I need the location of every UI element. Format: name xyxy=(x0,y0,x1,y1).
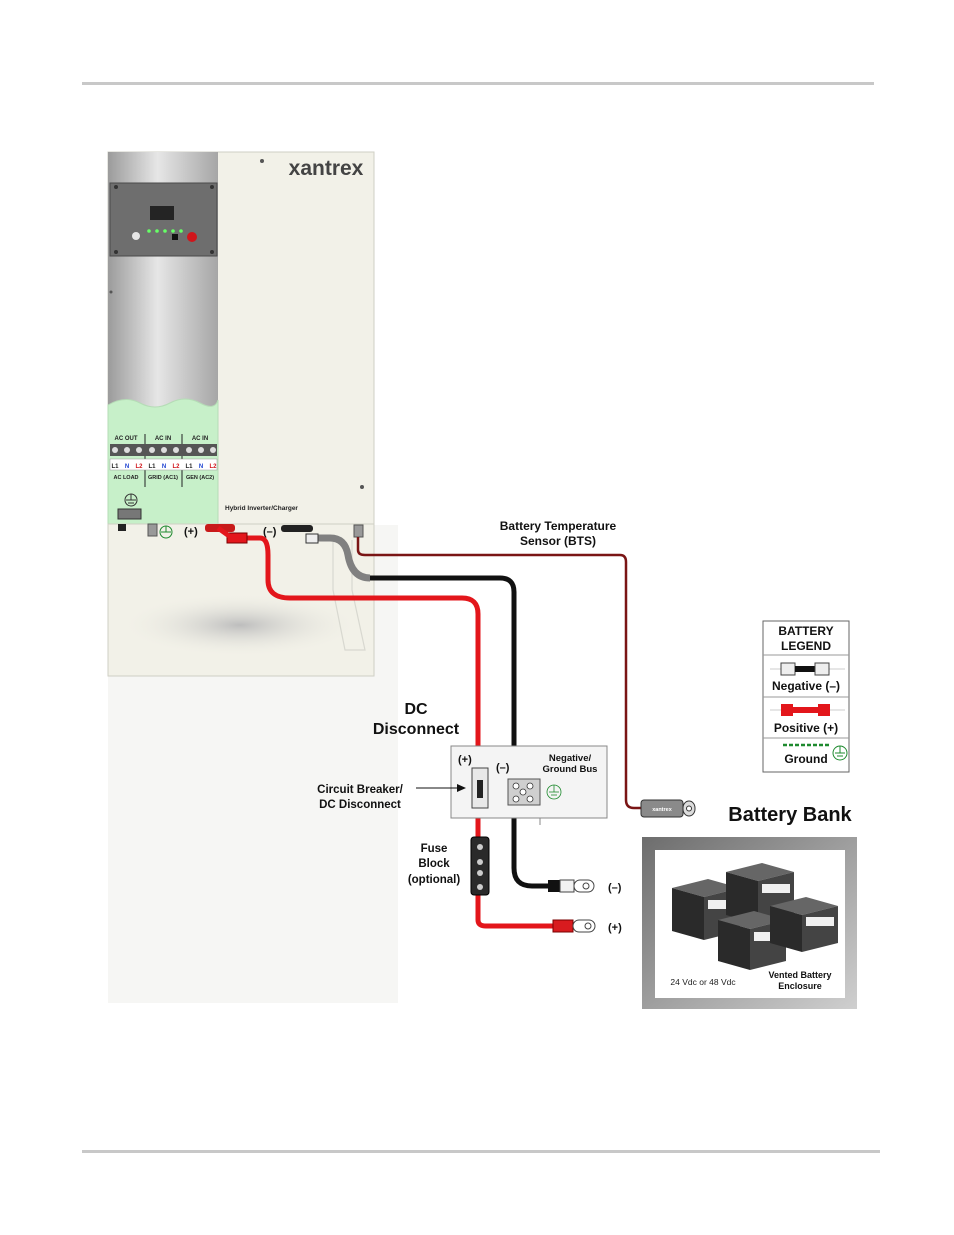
breaker-label-1: Circuit Breaker/ xyxy=(317,784,403,796)
bts-sensor-brand: xantrex xyxy=(652,807,673,813)
dc-disconnect: DC Disconnect (+) (–) Negative/ Ground B… xyxy=(317,701,608,825)
battery-4 xyxy=(770,897,838,952)
dc-disconnect-title-2: Disconnect xyxy=(373,721,460,738)
model-label: Hybrid Inverter/Charger xyxy=(225,505,298,512)
battery-neg-terminal-label: (–) xyxy=(608,882,622,894)
top-rule xyxy=(82,82,874,85)
inverter-neg-terminal-label: (–) xyxy=(263,526,277,538)
brand-logo: xantrex xyxy=(289,157,364,180)
fuse-label-3: (optional) xyxy=(408,874,461,886)
ac-in-grid-label: AC IN xyxy=(155,436,171,442)
enclosure-shadow xyxy=(120,593,360,657)
battery-enclosure: 24 Vdc or 48 Vdc Vented Battery Enclosur… xyxy=(642,837,857,1009)
fuse-label-1: Fuse xyxy=(421,843,448,855)
legend-ground-label: Ground xyxy=(784,752,827,766)
bts-label-2: Sensor (BTS) xyxy=(520,534,596,548)
negative-cable-grey xyxy=(312,534,371,582)
positive-battery-lug xyxy=(552,919,596,933)
battery-legend: BATTERY LEGEND Negative (–) Positive (+)… xyxy=(762,620,850,773)
phase-l1-grid: L1 xyxy=(148,464,156,470)
disconnect-pos-label: (+) xyxy=(458,754,472,766)
enclosure-label-2: Enclosure xyxy=(778,981,822,991)
battery-voltage-label: 24 Vdc or 48 Vdc xyxy=(670,977,736,987)
disconnect-neg-label: (–) xyxy=(496,762,510,774)
positive-lug xyxy=(226,532,248,544)
positive-cable xyxy=(245,535,555,929)
gen-label: GEN (AC2) xyxy=(186,475,214,481)
ac-out-label: AC OUT xyxy=(115,436,138,442)
legend-positive-label: Positive (+) xyxy=(774,721,838,735)
legend-title-2: LEGEND xyxy=(781,639,831,653)
bottom-rule xyxy=(82,1150,880,1153)
legend-title-1: BATTERY xyxy=(778,624,833,638)
fuse-block: Fuse Block (optional) xyxy=(408,836,490,896)
inverter-pos-terminal-label: (+) xyxy=(184,526,198,538)
ac-load-label: AC LOAD xyxy=(113,475,138,481)
battery-bank-title: Battery Bank xyxy=(728,804,852,826)
breaker-pointer-arrow xyxy=(457,784,466,792)
phase-l2-gen: L2 xyxy=(209,464,217,470)
phase-n-out: N xyxy=(125,464,129,470)
battery-2 xyxy=(726,863,794,924)
negative-cable xyxy=(370,575,550,889)
bus-label-2: Ground Bus xyxy=(543,764,598,775)
ground-terminal-block xyxy=(117,508,142,520)
dc-ground-icon xyxy=(159,525,173,539)
phase-n-gen: N xyxy=(199,464,203,470)
fuse-holder xyxy=(470,836,490,896)
ac-in-gen-label: AC IN xyxy=(192,436,208,442)
bus-label-1: Negative/ xyxy=(549,753,592,764)
inverter-neg-terminal xyxy=(281,525,313,532)
legend-negative-swatch xyxy=(770,662,845,676)
bts-sensor: xantrex xyxy=(640,799,696,818)
bts-cable xyxy=(356,537,642,810)
legend-negative-label: Negative (–) xyxy=(772,679,840,693)
phase-l2-grid: L2 xyxy=(172,464,180,470)
battery-1 xyxy=(672,879,740,940)
bts-label-1: Battery Temperature xyxy=(500,519,617,533)
phase-l1-out: L1 xyxy=(111,464,119,470)
legend-positive-swatch xyxy=(770,704,845,716)
fuse-label-2: Block xyxy=(418,858,450,870)
phase-n-grid: N xyxy=(162,464,166,470)
bts-port xyxy=(353,524,364,538)
breaker-label-2: DC Disconnect xyxy=(319,799,401,811)
inverter-charger: xantrex AC OUT AC IN AC IN L1 N L2 L1 N … xyxy=(107,151,375,677)
legend-ground-icon xyxy=(832,745,848,761)
phase-l1-gen: L1 xyxy=(185,464,193,470)
enclosure-label-1: Vented Battery xyxy=(768,970,831,980)
grid-label: GRID (AC1) xyxy=(148,475,178,481)
terminal-screws xyxy=(112,447,216,453)
phase-l2-out: L2 xyxy=(135,464,143,470)
bus-ground-icon xyxy=(546,784,562,800)
dc-disconnect-title-1: DC xyxy=(404,701,428,718)
chassis-ground-icon xyxy=(124,493,138,507)
battery-pos-terminal-label: (+) xyxy=(608,922,622,934)
negative-battery-lug xyxy=(548,879,595,893)
